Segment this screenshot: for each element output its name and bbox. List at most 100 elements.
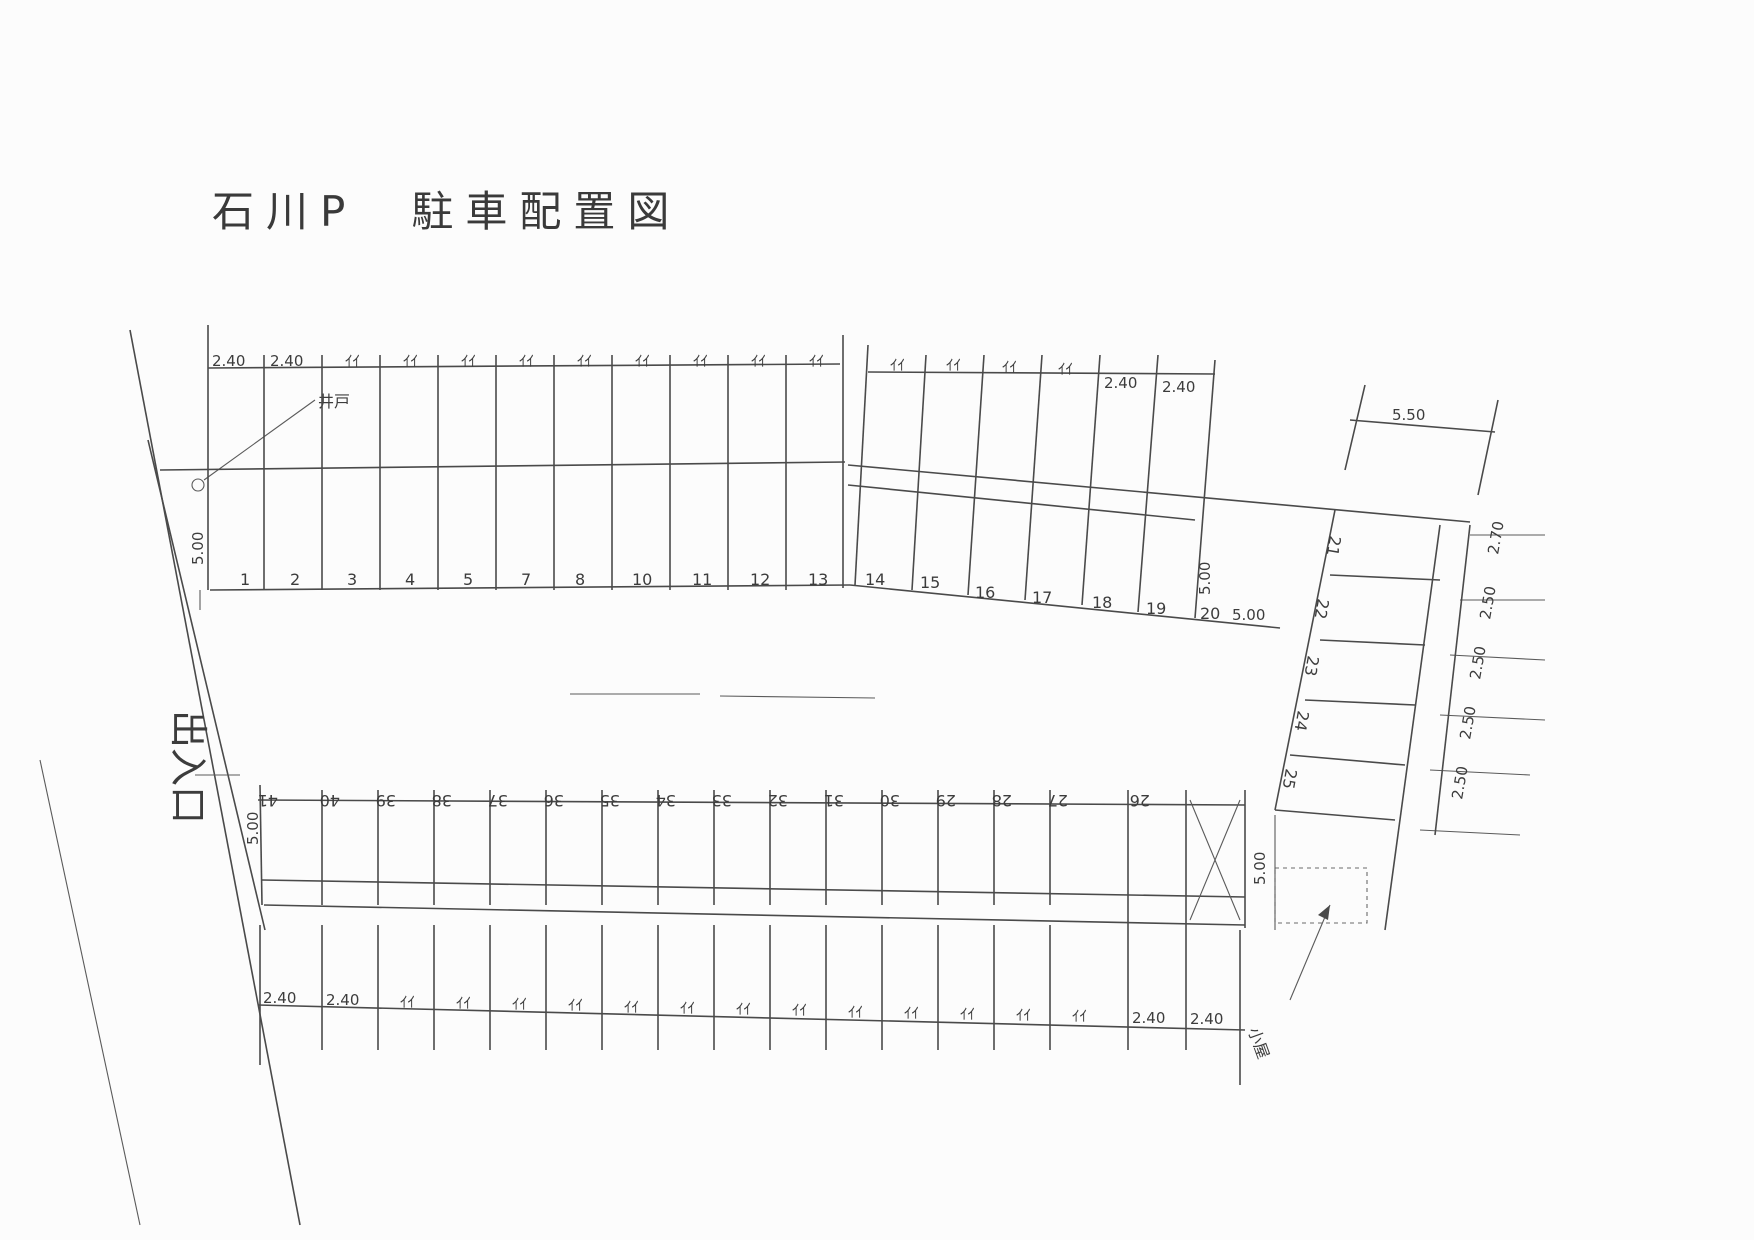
width-label: 2.40 <box>1162 378 1195 396</box>
stall-number: 38 <box>432 791 452 810</box>
lower-stall-numbers: 41 40 39 38 37 36 35 34 33 32 31 30 29 2… <box>258 791 1150 810</box>
depth-label: 5.00 <box>244 812 262 845</box>
stall-number: 35 <box>600 791 620 810</box>
width-label: ｲｲ <box>456 994 471 1012</box>
corner-box: 5.50 <box>1344 384 1499 496</box>
right-widths: 2.70 2.50 2.50 2.50 2.50 <box>1448 520 1508 801</box>
top-row-right <box>847 344 1471 629</box>
width-label: 2.40 <box>1104 374 1137 392</box>
depth-label: 5.00 <box>1232 606 1265 624</box>
stall-number: 12 <box>750 570 770 589</box>
stall-number: 39 <box>376 791 396 810</box>
lower-row-stalls <box>257 784 1246 928</box>
width-label: ｲｲ <box>400 993 415 1011</box>
stall-number: 4 <box>405 570 415 589</box>
width-label: ｲｲ <box>461 352 476 370</box>
stall-number: 28 <box>992 791 1012 810</box>
stall-number: 34 <box>656 791 676 810</box>
width-label: ｲｲ <box>946 356 961 374</box>
width-label: ｲｲ <box>680 999 695 1017</box>
width-label: 2.70 <box>1484 520 1508 556</box>
top-row-left <box>159 325 851 591</box>
width-label: ｲｲ <box>512 995 527 1013</box>
width-label: 2.40 <box>263 989 296 1007</box>
depth-label: 5.00 <box>1251 852 1269 885</box>
stall-number: 3 <box>347 570 357 589</box>
stall-number: 32 <box>768 791 788 810</box>
upper-stall-numbers: 1 2 3 4 5 7 8 10 11 12 13 14 15 16 17 18… <box>240 570 1220 623</box>
width-label: 2.40 <box>1132 1009 1165 1027</box>
stall-number: 29 <box>936 791 956 810</box>
width-label: 2.50 <box>1466 645 1490 681</box>
stall-number: 5 <box>463 570 473 589</box>
width-label: 2.50 <box>1476 585 1500 621</box>
stall-number: 37 <box>488 791 508 810</box>
stall-number: 8 <box>575 570 585 589</box>
stall-number: 14 <box>865 570 885 589</box>
width-label: ｲｲ <box>890 356 905 374</box>
width-label: ｲｲ <box>848 1003 863 1021</box>
entrance-label: 出入口 <box>166 710 210 824</box>
stall-number: 23 <box>1301 654 1323 677</box>
stall-number: 1 <box>240 570 250 589</box>
page-title: 石川P 駐車配置図 <box>212 187 682 236</box>
stall-number: 24 <box>1291 709 1313 732</box>
well: 井戸 <box>191 392 350 492</box>
bottom-row-stalls <box>257 925 1246 1085</box>
depth-label: 5.00 <box>1196 562 1214 595</box>
stall-number: 18 <box>1092 593 1112 612</box>
width-label: ｲｲ <box>577 352 592 370</box>
right-stalls <box>1274 509 1546 931</box>
right-stall-numbers: 21 22 23 24 25 <box>1279 534 1345 790</box>
width-label: 2.50 <box>1448 765 1472 801</box>
stall-number: 15 <box>920 573 940 592</box>
stall-number: 40 <box>320 791 340 810</box>
width-label: ｲｲ <box>345 352 360 370</box>
depth-labels: 5.00 5.00 5.00 5.00 5.00 <box>189 532 1269 885</box>
width-label: 2.40 <box>270 352 303 370</box>
width-label: ｲｲ <box>1058 360 1073 378</box>
stall-number: 22 <box>1311 597 1333 620</box>
stall-number: 33 <box>712 791 732 810</box>
stall-number: 2 <box>290 570 300 589</box>
stall-number: 19 <box>1146 599 1166 618</box>
stall-number: 21 <box>1323 534 1345 557</box>
width-label: ｲｲ <box>792 1001 807 1019</box>
width-label: ｲｲ <box>1072 1007 1087 1025</box>
stall-number: 41 <box>258 791 278 810</box>
width-label: ｲｲ <box>751 352 766 370</box>
top-row-left-widths: 2.40 2.40 ｲｲ ｲｲ ｲｲ ｲｲ ｲｲ ｲｲ ｲｲ ｲｲ ｲｲ <box>212 352 824 370</box>
width-label: ｲｲ <box>403 352 418 370</box>
width-label: 2.40 <box>1190 1010 1223 1028</box>
stall-number: 10 <box>632 570 652 589</box>
corner-box-label: 5.50 <box>1392 406 1425 424</box>
width-label: ｲｲ <box>568 996 583 1014</box>
width-label: ｲｲ <box>624 998 639 1016</box>
width-label: ｲｲ <box>736 1000 751 1018</box>
shed-label: 小屋 <box>1244 1025 1273 1062</box>
width-label: 2.40 <box>212 352 245 370</box>
width-label: ｲｲ <box>693 352 708 370</box>
width-label: ｲｲ <box>960 1005 975 1023</box>
depth-label: 5.00 <box>189 532 207 565</box>
stall-number: 25 <box>1279 767 1301 790</box>
stall-number: 20 <box>1200 604 1220 623</box>
width-label: ｲｲ <box>519 352 534 370</box>
stall-number: 27 <box>1048 791 1068 810</box>
width-label: ｲｲ <box>1002 358 1017 376</box>
bottom-row-widths: 2.40 2.40 ｲｲ ｲｲ ｲｲ ｲｲ ｲｲ ｲｲ ｲｲ ｲｲ ｲｲ ｲｲ … <box>263 989 1223 1028</box>
center-marks <box>570 693 876 699</box>
stall-number: 17 <box>1032 588 1052 607</box>
stall-number: 36 <box>544 791 564 810</box>
stall-number: 7 <box>521 570 531 589</box>
width-label: ｲｲ <box>904 1004 919 1022</box>
stall-number: 30 <box>880 791 900 810</box>
width-label: 2.40 <box>326 991 359 1009</box>
stall-number: 13 <box>808 570 828 589</box>
width-label: ｲｲ <box>1016 1006 1031 1024</box>
width-label: 2.50 <box>1456 705 1480 741</box>
top-row-right-widths: ｲｲ ｲｲ ｲｲ ｲｲ 2.40 2.40 <box>890 356 1195 396</box>
stall-number: 26 <box>1130 791 1150 810</box>
